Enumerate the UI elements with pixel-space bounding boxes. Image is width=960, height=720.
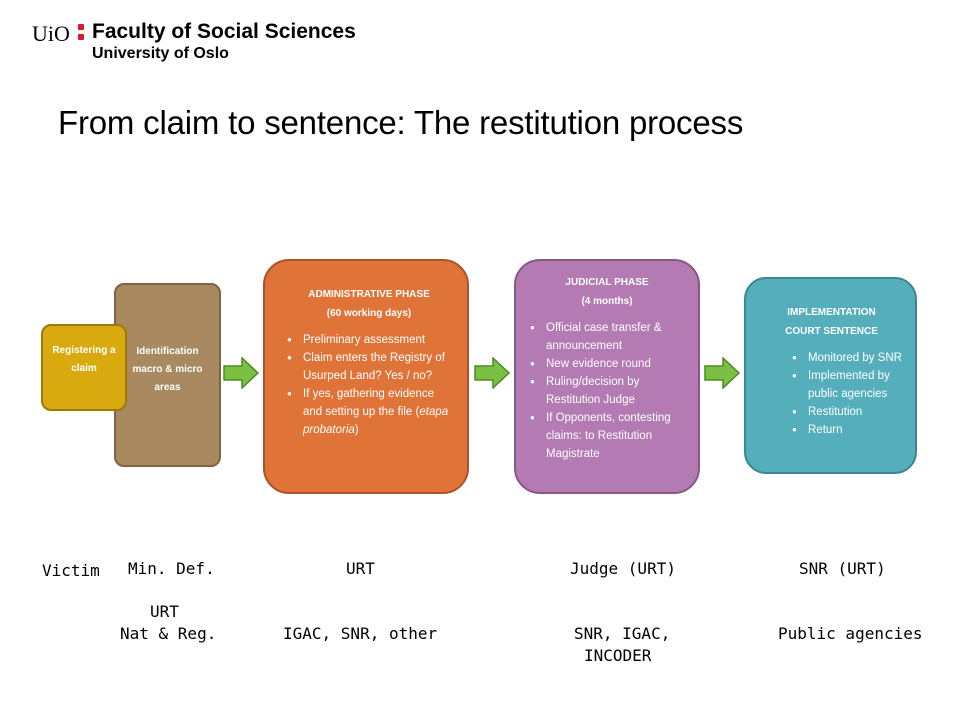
logo-colon-mark (78, 22, 84, 42)
page-title: From claim to sentence: The restitution … (58, 104, 744, 141)
arrow-icon-2 (474, 357, 510, 389)
arrow-icon-1 (223, 357, 259, 389)
actor-public-agencies: Public agencies (778, 624, 923, 643)
judicial-list: Official case transfer & announcement Ne… (526, 319, 688, 463)
actor-urt-1: URT (150, 602, 179, 621)
judicial-phase-box: JUDICIAL PHASE (4 months) Official case … (514, 259, 700, 494)
judicial-subtitle: (4 months) (581, 296, 633, 307)
administrative-phase-box: ADMINISTRATIVE PHASE (60 working days) P… (263, 259, 469, 494)
actor-min-def: Min. Def. (128, 559, 215, 578)
actor-nat-reg: Nat & Reg. (120, 624, 217, 643)
implementation-list: Monitored by SNR Implemented by public a… (758, 349, 905, 439)
actor-snr-urt: SNR (URT) (799, 559, 886, 578)
admin-item-italic: etapa probatoria (303, 406, 449, 436)
actor-urt-2: URT (346, 559, 375, 578)
registering-label: Registering a claim (52, 345, 116, 374)
implementation-item: Restitution (788, 403, 905, 421)
implementation-box: IMPLEMENTATION COURT SENTENCE Monitored … (744, 277, 917, 474)
admin-item: Claim enters the Registry of Usurped Lan… (283, 349, 455, 385)
implementation-title-2: COURT SENTENCE (785, 326, 878, 337)
arrow-icon-3 (704, 357, 740, 389)
implementation-item: Monitored by SNR (788, 349, 905, 367)
admin-item: Preliminary assessment (283, 331, 455, 349)
implementation-item: Implemented by public agencies (788, 367, 905, 403)
implementation-item: Return (788, 421, 905, 439)
admin-item: If yes, gathering evidence and setting u… (283, 385, 455, 439)
actor-victim: Victim (42, 561, 100, 580)
judicial-item: Ruling/decision by Restitution Judge (526, 373, 688, 409)
actor-snr-igac: SNR, IGAC, (574, 624, 671, 643)
logo-uio-text: UiO (32, 21, 70, 46)
actor-incoder: INCODER (584, 646, 652, 665)
admin-title: ADMINISTRATIVE PHASE (308, 289, 430, 300)
implementation-title-1: IMPLEMENTATION (787, 307, 876, 318)
judicial-title: JUDICIAL PHASE (565, 277, 649, 288)
judicial-item: If Opponents, contesting claims: to Rest… (526, 409, 688, 463)
actor-igac-snr-other: IGAC, SNR, other (283, 624, 438, 643)
identification-label: Identification macro & micro areas (132, 346, 203, 393)
actor-judge: Judge (URT) (570, 559, 676, 578)
identification-box: Identification macro & micro areas (114, 283, 221, 467)
registering-claim-box: Registering a claim (41, 324, 127, 411)
faculty-name: Faculty of Social Sciences (92, 20, 356, 43)
judicial-item: New evidence round (526, 355, 688, 373)
admin-list: Preliminary assessment Claim enters the … (283, 331, 455, 439)
university-name: University of Oslo (92, 45, 229, 62)
judicial-item: Official case transfer & announcement (526, 319, 688, 355)
admin-subtitle: (60 working days) (326, 308, 412, 319)
